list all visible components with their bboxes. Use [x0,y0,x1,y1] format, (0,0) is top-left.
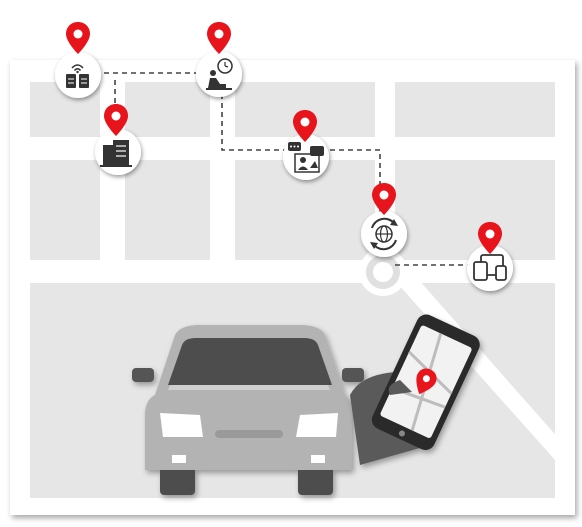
route-path [95,72,470,266]
devices-icon [467,245,513,291]
map-pin-icon [66,22,90,54]
hand-holding-phone [350,314,480,465]
map-pin-icon [372,183,396,215]
chat-person-icon [283,134,329,180]
reading-clock-person-icon [196,51,242,97]
wifi-ebook-icon [55,52,101,98]
car [132,325,364,495]
map-pin-icon [104,104,128,136]
global-sync-icon [361,211,407,257]
map-pin-icon [293,110,317,142]
ebook-reader-checklist-icon [95,129,141,175]
map-pin-icon [478,222,502,254]
map-pin-icon [207,22,231,54]
